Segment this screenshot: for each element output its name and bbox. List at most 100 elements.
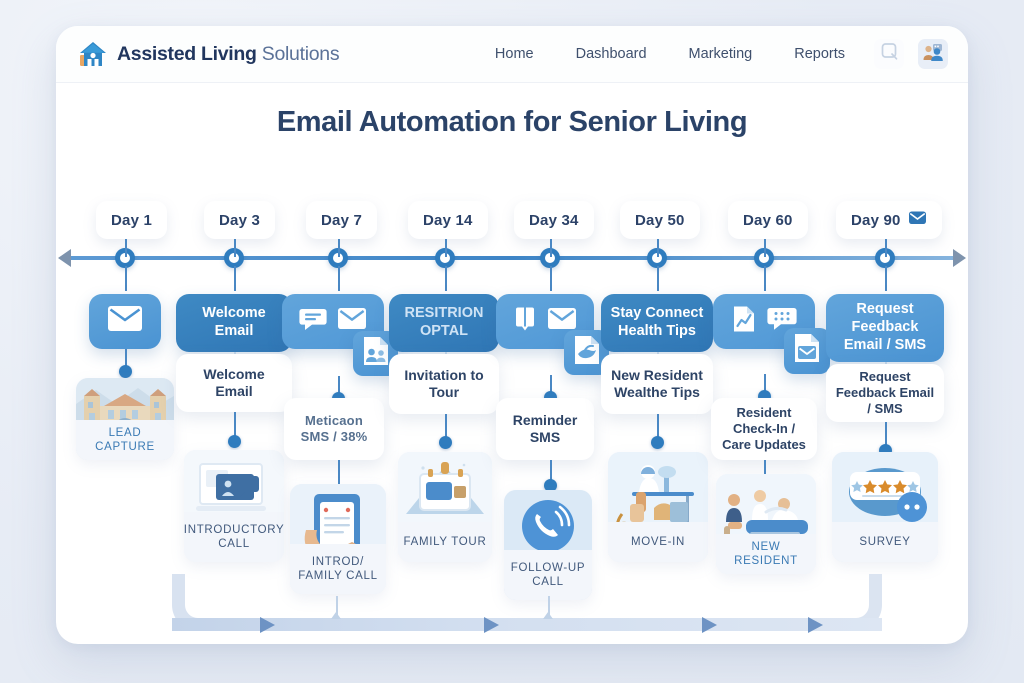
flow-arrow-2 [484, 617, 499, 633]
flow-arrow-4 [808, 617, 823, 633]
stage-8-detail-card[interactable]: Request Feedback Email / SMS [826, 364, 944, 422]
connector [234, 266, 236, 291]
stage-7-thumbnail[interactable]: NEW RESIDENT [716, 474, 816, 574]
stage-1-icon-card[interactable] [89, 294, 161, 349]
nav-link-marketing[interactable]: Marketing [688, 46, 753, 62]
app-window: Assisted Living Solutions Home Dashboard… [56, 26, 968, 644]
connector [885, 239, 887, 257]
stage-5-thumbnail-caption: FOLLOW-UP CALL [504, 550, 592, 600]
nav-link-home[interactable]: Home [494, 46, 534, 62]
connector [125, 239, 127, 257]
stage-4-thumbnail-caption: FAMILY TOUR [398, 522, 492, 562]
account-button[interactable] [918, 39, 948, 69]
day-chip-label: Day 90 [851, 211, 901, 229]
brand-name: Assisted Living Solutions [117, 43, 340, 66]
stage-6-header-label: Stay Connect Health Tips [610, 305, 704, 339]
connector [338, 266, 340, 291]
page-title: Email Automation for Senior Living [276, 106, 748, 138]
flow-tick [548, 596, 550, 618]
search-icon [879, 41, 900, 67]
stage-6-detail-card[interactable]: New Resident Wealthe Tips [601, 354, 713, 414]
stage-3-thumbnail[interactable]: INTROD/ FAMILY CALL [290, 484, 386, 594]
nav-link-reports[interactable]: Reports [794, 46, 845, 62]
connector [764, 374, 766, 396]
connector [657, 414, 659, 442]
timeline-arrow-left [58, 249, 71, 267]
stage-3-thumbnail-caption: INTROD/ FAMILY CALL [290, 544, 386, 594]
top-navigation-bar: Assisted Living Solutions Home Dashboard… [56, 26, 968, 83]
stage-6-thumbnail[interactable]: MOVE-IN [608, 452, 708, 562]
connector [550, 375, 552, 397]
stage-1-thumbnail[interactable]: LEAD CAPTURE [76, 378, 174, 460]
connector [764, 266, 766, 291]
day-chip-label: Day 7 [321, 211, 363, 229]
connector [885, 422, 887, 450]
day-chip-label: Day 50 [635, 211, 685, 229]
timeline-axis [66, 256, 958, 260]
stage-2-thumbnail[interactable]: INTRODUCTORY CALL [184, 450, 284, 562]
stage-7-detail-card[interactable]: Resident Check-In / Care Updates [711, 398, 817, 460]
day-chip-2[interactable]: Day 3 [204, 201, 276, 239]
email-automation-flow-diagram: Day 1 Day 3 Day 7 Day 14 Day 34 Day 50 D… [56, 156, 968, 644]
stage-5-detail-card[interactable]: Reminder SMS [496, 398, 594, 460]
stage-3-detail-card[interactable]: Meticaon SMS / 38% [284, 398, 384, 460]
stage-2-detail-label: Welcome Email [203, 365, 265, 400]
stage-8-header-label: Request Feedback Email / SMS [843, 301, 927, 353]
day-chip-1[interactable]: Day 1 [96, 201, 168, 239]
connector [764, 239, 766, 257]
connector [445, 414, 447, 442]
timeline-arrow-right [953, 249, 966, 267]
hand-document-icon [571, 334, 603, 372]
nav-link-dashboard[interactable]: Dashboard [575, 46, 647, 62]
stage-4-thumbnail[interactable]: FAMILY TOUR [398, 452, 492, 562]
connector [338, 239, 340, 257]
connector [885, 266, 887, 291]
day-chip-label: Day 14 [423, 211, 473, 229]
search-button[interactable] [874, 39, 904, 69]
connector-dot [650, 436, 664, 449]
day-chip-3[interactable]: Day 7 [306, 201, 378, 239]
stage-7-detail-label: Resident Check-In / Care Updates [722, 404, 806, 453]
stage-6-thumbnail-caption: MOVE-IN [608, 522, 708, 562]
envelope-icon [908, 210, 927, 230]
stage-6-header-card[interactable]: Stay Connect Health Tips [601, 294, 713, 352]
stage-8-header-card[interactable]: Request Feedback Email / SMS [826, 294, 944, 362]
stage-7-badge-card[interactable] [784, 328, 830, 374]
stage-4-detail-card[interactable]: Invitation to Tour [389, 354, 499, 414]
stage-5-thumbnail[interactable]: FOLLOW-UP CALL [504, 490, 592, 600]
connector [657, 266, 659, 291]
stage-2-thumbnail-caption: INTRODUCTORY CALL [184, 512, 284, 562]
nav-links: Home Dashboard Marketing Reports [474, 39, 968, 69]
stage-4-header-card[interactable]: RESITRION OPTAL [389, 294, 499, 352]
stage-8-thumbnail[interactable]: SURVEY [832, 452, 938, 562]
envelope-document-icon [791, 332, 823, 370]
flow-tick-head [543, 612, 553, 619]
flow-arrow-1 [260, 617, 275, 633]
flow-arrow-3 [702, 617, 717, 633]
brand-logo-group[interactable]: Assisted Living Solutions [78, 40, 340, 68]
stage-8-thumbnail-caption: SURVEY [832, 522, 938, 562]
day-chip-6[interactable]: Day 50 [620, 201, 700, 239]
day-chip-5[interactable]: Day 34 [514, 201, 594, 239]
connector [445, 266, 447, 291]
connector [550, 266, 552, 291]
connector [550, 239, 552, 257]
stage-2-detail-card[interactable]: Welcome Email [176, 354, 292, 412]
connector [550, 460, 552, 486]
day-chip-label: Day 34 [529, 211, 579, 229]
day-chip-8[interactable]: Day 90 [836, 201, 942, 239]
day-chip-7[interactable]: Day 60 [728, 201, 808, 239]
book-icon [513, 306, 537, 338]
people-document-icon [360, 335, 392, 373]
day-chip-4[interactable]: Day 14 [408, 201, 488, 239]
stage-3-detail-label: Meticaon SMS / 38% [300, 412, 368, 444]
day-chip-label: Day 1 [111, 211, 153, 229]
connector [445, 239, 447, 257]
flow-tick [336, 596, 338, 618]
connector [338, 460, 340, 486]
connector-dot [118, 365, 132, 378]
day-chip-label: Day 60 [743, 211, 793, 229]
stage-2-header-card[interactable]: Welcome Email [176, 294, 292, 352]
flow-track-bar [172, 618, 882, 631]
